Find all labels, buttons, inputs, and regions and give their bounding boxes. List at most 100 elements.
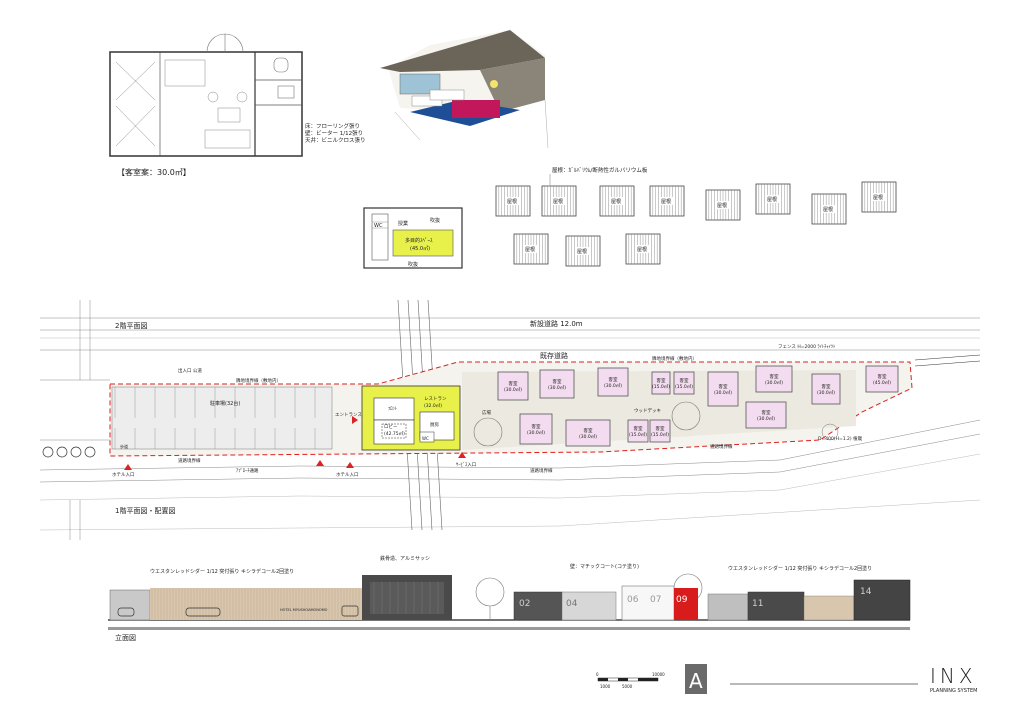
- roof-tile: 屋根: [541, 185, 577, 217]
- multipurpose-space: [392, 229, 454, 257]
- sidewalk-label: 歩道: [120, 443, 128, 449]
- alley-label: ｱﾌﾟﾛｰﾁ通路: [236, 467, 259, 474]
- room-label: 客室: [657, 377, 666, 384]
- kitchen-label: 厨房: [430, 421, 439, 428]
- guest-room: 客室(30.0㎡): [497, 371, 529, 401]
- car-entry-2: ホテル入口: [336, 472, 359, 478]
- room-label: 客室: [762, 409, 771, 416]
- roof-tile: 屋根: [705, 189, 741, 221]
- guest-room: 客室(30.0㎡): [519, 413, 553, 445]
- guest-room: 客室(30.0㎡): [597, 367, 629, 397]
- scale-1000: 1000: [600, 684, 611, 689]
- roof-label: 屋根: [611, 198, 621, 205]
- roof-label: 屋根: [507, 198, 517, 205]
- room-label: 客室: [584, 427, 593, 434]
- room-area: (30.0㎡): [757, 415, 775, 422]
- finish-note-2: 壁：ビーター 1/12張り: [305, 129, 363, 137]
- restaurant-area: (32.0㎡): [424, 402, 442, 409]
- room-area: (30.0㎡): [548, 384, 566, 391]
- site-plan: 客室(30.0㎡)客室(30.0㎡)客室(30.0㎡)客室(15.0㎡)客室(1…: [39, 299, 981, 540]
- roof-tile: 屋根: [625, 233, 661, 265]
- room-area: (30.0㎡): [817, 389, 835, 396]
- unit-09: 09: [676, 595, 688, 605]
- room-area: (30.0㎡): [527, 429, 545, 436]
- title-1f: 1階平面図・配置図: [115, 506, 175, 515]
- room-label: 客室: [634, 425, 643, 432]
- room-label: 客室: [609, 376, 618, 383]
- room-label: 客室: [509, 380, 518, 387]
- scale-zero: 0: [596, 672, 599, 677]
- roof-label: 屋根: [577, 248, 587, 255]
- room-label: 客室: [553, 378, 562, 385]
- label-office: 授業: [398, 220, 408, 227]
- guest-room-plan: 床：フローリング張り 壁：ビーター 1/12張り 天井：ビニルクロス張り 【客室…: [109, 33, 366, 177]
- roof-label: 屋根: [637, 246, 647, 253]
- elevation-note-cedar-1: ウエスタンレッドシダー 1/12 突付張り キシラデコール2回塗り: [150, 568, 294, 575]
- roof-label: 屋根: [717, 202, 727, 209]
- room-label: 客室: [822, 383, 831, 390]
- room-label: 客室: [719, 383, 728, 390]
- interior-perspective: [380, 30, 549, 149]
- roof-tile: 屋根: [649, 185, 685, 217]
- roof-tile: 屋根: [513, 233, 549, 265]
- elevation-note-wall: 壁：マチックコート(コテ塗り): [570, 563, 639, 570]
- roof-label: 屋根: [873, 194, 883, 201]
- road-line-2: 道路境界線: [710, 443, 733, 450]
- room-area: (30.0㎡): [765, 379, 783, 386]
- room-area: (45.0㎡): [873, 379, 891, 386]
- sheet-label: A: [689, 669, 703, 693]
- unit-11: 11: [752, 599, 763, 609]
- roof-note: 屋根：ｶﾞﾙﾊﾞﾘｳﾑ/断熱性ガルバリウム板: [552, 166, 648, 174]
- restaurant-label: レストラン: [424, 396, 447, 402]
- room-area: (30.0㎡): [714, 389, 732, 396]
- scale-5000: 5000: [622, 684, 633, 689]
- label-wc: WC: [374, 223, 383, 229]
- boundary-label: 隣地境界線（敷地内）: [236, 377, 281, 384]
- elevation: [108, 573, 911, 630]
- roof-tile: 屋根: [861, 181, 897, 213]
- lobby-label: ロビー: [384, 423, 398, 430]
- guest-room: 客室(15.0㎡): [649, 419, 671, 443]
- entrance-label: エントランス: [335, 412, 362, 418]
- guest-room: 客室(15.0㎡): [627, 419, 649, 443]
- parking-area: [111, 386, 333, 450]
- roof-label: 屋根: [553, 198, 563, 205]
- wood-deck-label: ウッドデッキ: [634, 407, 661, 414]
- label-multipurpose: 多目的ｽﾍﾟｰｽ: [405, 237, 433, 244]
- brand-name: INX: [930, 664, 977, 688]
- guest-room: 客室(30.0㎡): [755, 365, 793, 393]
- guest-room: 客室(30.0㎡): [811, 373, 841, 405]
- unit-06: 06: [627, 595, 639, 605]
- car-entry-1: ホテル入口: [112, 472, 135, 478]
- fence-note: フェンス H=2000 ﾗｲﾄﾁｬｲﾂﾄ: [778, 344, 835, 350]
- label-multipurpose-area: (45.0㎡): [410, 245, 430, 252]
- unit-07: 07: [650, 595, 661, 605]
- roof-plan: 屋根屋根屋根屋根屋根屋根屋根屋根屋根屋根屋根: [495, 181, 897, 267]
- guest-room: 客室(15.0㎡): [673, 371, 695, 395]
- roof-tile: 屋根: [599, 185, 635, 217]
- room-area: (30.0㎡): [504, 386, 522, 393]
- finish-note-3: 天井：ビニルクロス張り: [305, 136, 366, 144]
- room-label: 客室: [770, 373, 779, 380]
- left-note: 出入口 公道: [178, 367, 202, 374]
- small-floor-plan: WC 授業 吹抜 多目的ｽﾍﾟｰｽ (45.0㎡) 吹抜: [363, 207, 463, 269]
- room-area: (30.0㎡): [579, 433, 597, 440]
- parking-label: 駐車場(32台): [210, 400, 240, 407]
- road-line-3: 道路境界線: [530, 467, 553, 474]
- boundary-label-2: 隣地境界線（敷地内）: [652, 355, 697, 362]
- road-mid-label: 既存道路: [540, 351, 568, 360]
- guest-room: 客室(30.0㎡): [745, 401, 787, 429]
- front-label: ﾌﾛﾝﾄ: [388, 406, 397, 412]
- room-label: 客室: [878, 373, 887, 380]
- room-label: 客室: [532, 423, 541, 430]
- label-void-top: 吹抜: [430, 217, 440, 224]
- lobby-area: (42.75㎡): [384, 430, 405, 437]
- scale-10000: 10000: [652, 672, 665, 677]
- cedar-wall: [150, 588, 362, 620]
- plaza-label: 広場: [482, 409, 491, 416]
- guest-room: 客室(45.0㎡): [865, 365, 899, 393]
- road-top-label: 新設道路 12.0m: [530, 319, 583, 328]
- fence-note-2: D=400(H=1.2) 植栽: [818, 435, 863, 442]
- guest-room: 客室(30.0㎡): [539, 369, 575, 399]
